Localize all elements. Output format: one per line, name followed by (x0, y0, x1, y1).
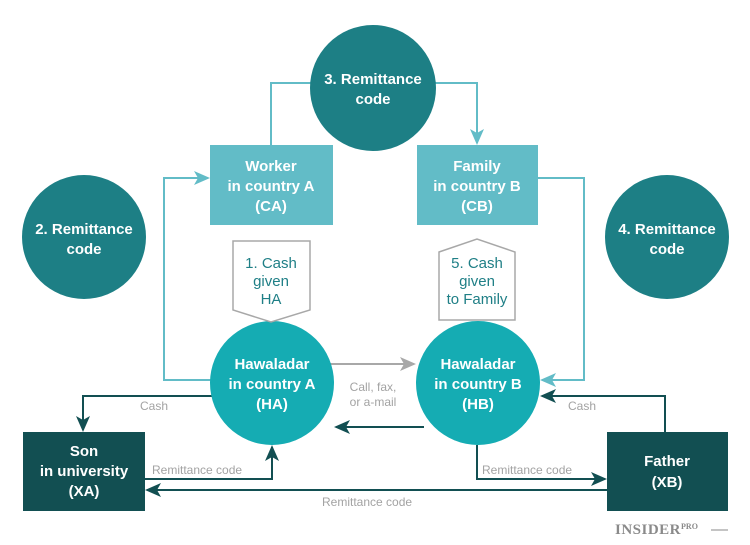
edge-hb-father-code (476, 445, 607, 486)
svg-text:Call, fax,or a-mail: Call, fax,or a-mail (350, 380, 397, 409)
node-worker-line2: in country A (228, 178, 315, 195)
edge-code3-family (434, 82, 484, 145)
node-ha-line2: in country A (229, 376, 316, 393)
label-code-father-son: Remittance code (322, 495, 412, 509)
node-remittance-code-2 (22, 175, 146, 299)
node-code3-line2: code (355, 91, 390, 108)
label-code-hb-father: Remittance code (482, 463, 572, 477)
edge-family-hb (538, 177, 585, 387)
node-son-line1: Son (70, 443, 98, 460)
node-hb-line1: Hawaladar (440, 356, 515, 373)
node-father-line2: (XB) (652, 474, 683, 491)
node-family-line3: (CB) (461, 198, 493, 215)
node-hawaladar-a (210, 321, 334, 445)
node-father-line1: Father (644, 453, 690, 470)
node-code3-line1: 3. Remittance (324, 71, 422, 88)
edge-ha-son-cash (76, 395, 212, 432)
node-family-line1: Family (453, 158, 501, 175)
node-son-line3: (XA) (69, 483, 100, 500)
node-family-line2: in country B (433, 178, 521, 195)
node-worker (210, 145, 333, 225)
node-code2-line1: 2. Remittance (35, 221, 133, 238)
node-code2-line2: code (66, 241, 101, 258)
node-family (417, 145, 538, 225)
step-1-line1: 1. Cash (245, 255, 297, 272)
label-call-line2: or a-mail (350, 395, 397, 409)
node-remittance-code-4 (605, 175, 729, 299)
logo-pro: PRO (681, 522, 698, 531)
edge-son-ha-code (145, 445, 279, 480)
step-5-line2: given (459, 273, 495, 290)
node-hb-line2: in country B (434, 376, 522, 393)
node-code4-line1: 4. Remittance (618, 221, 716, 238)
step-5-line3: to Family (447, 291, 508, 308)
step-5-badge (438, 238, 516, 321)
step-5-line1: 5. Cash (451, 255, 503, 272)
step-1-line3: HA (261, 291, 282, 308)
node-father (607, 432, 728, 511)
step-1-badge (232, 240, 311, 323)
node-hb-line3: (HB) (462, 396, 494, 413)
edge-ha-worker (163, 171, 212, 381)
node-worker-line1: Worker (245, 158, 297, 175)
node-worker-line3: (CA) (255, 198, 287, 215)
label-call-line1: Call, fax, (350, 380, 397, 394)
label-cash-right: Cash (568, 399, 596, 413)
svg-text:Father(XB): Father (XB) (644, 453, 690, 491)
label-code-son-ha: Remittance code (152, 463, 242, 477)
node-son-line2: in university (40, 463, 129, 480)
node-son (23, 432, 145, 511)
edge-code3-worker (270, 82, 312, 146)
step-1-line2: given (253, 273, 289, 290)
label-cash-left: Cash (140, 399, 168, 413)
node-hawaladar-b (416, 321, 540, 445)
svg-text:INSIDERPRO: INSIDERPRO (615, 522, 698, 538)
edge-father-hb-cash (540, 389, 666, 432)
logo-insider: INSIDER (615, 522, 681, 538)
node-ha-line1: Hawaladar (234, 356, 309, 373)
node-ha-line3: (HA) (256, 396, 288, 413)
node-code4-line2: code (649, 241, 684, 258)
node-remittance-code-3 (310, 25, 436, 151)
